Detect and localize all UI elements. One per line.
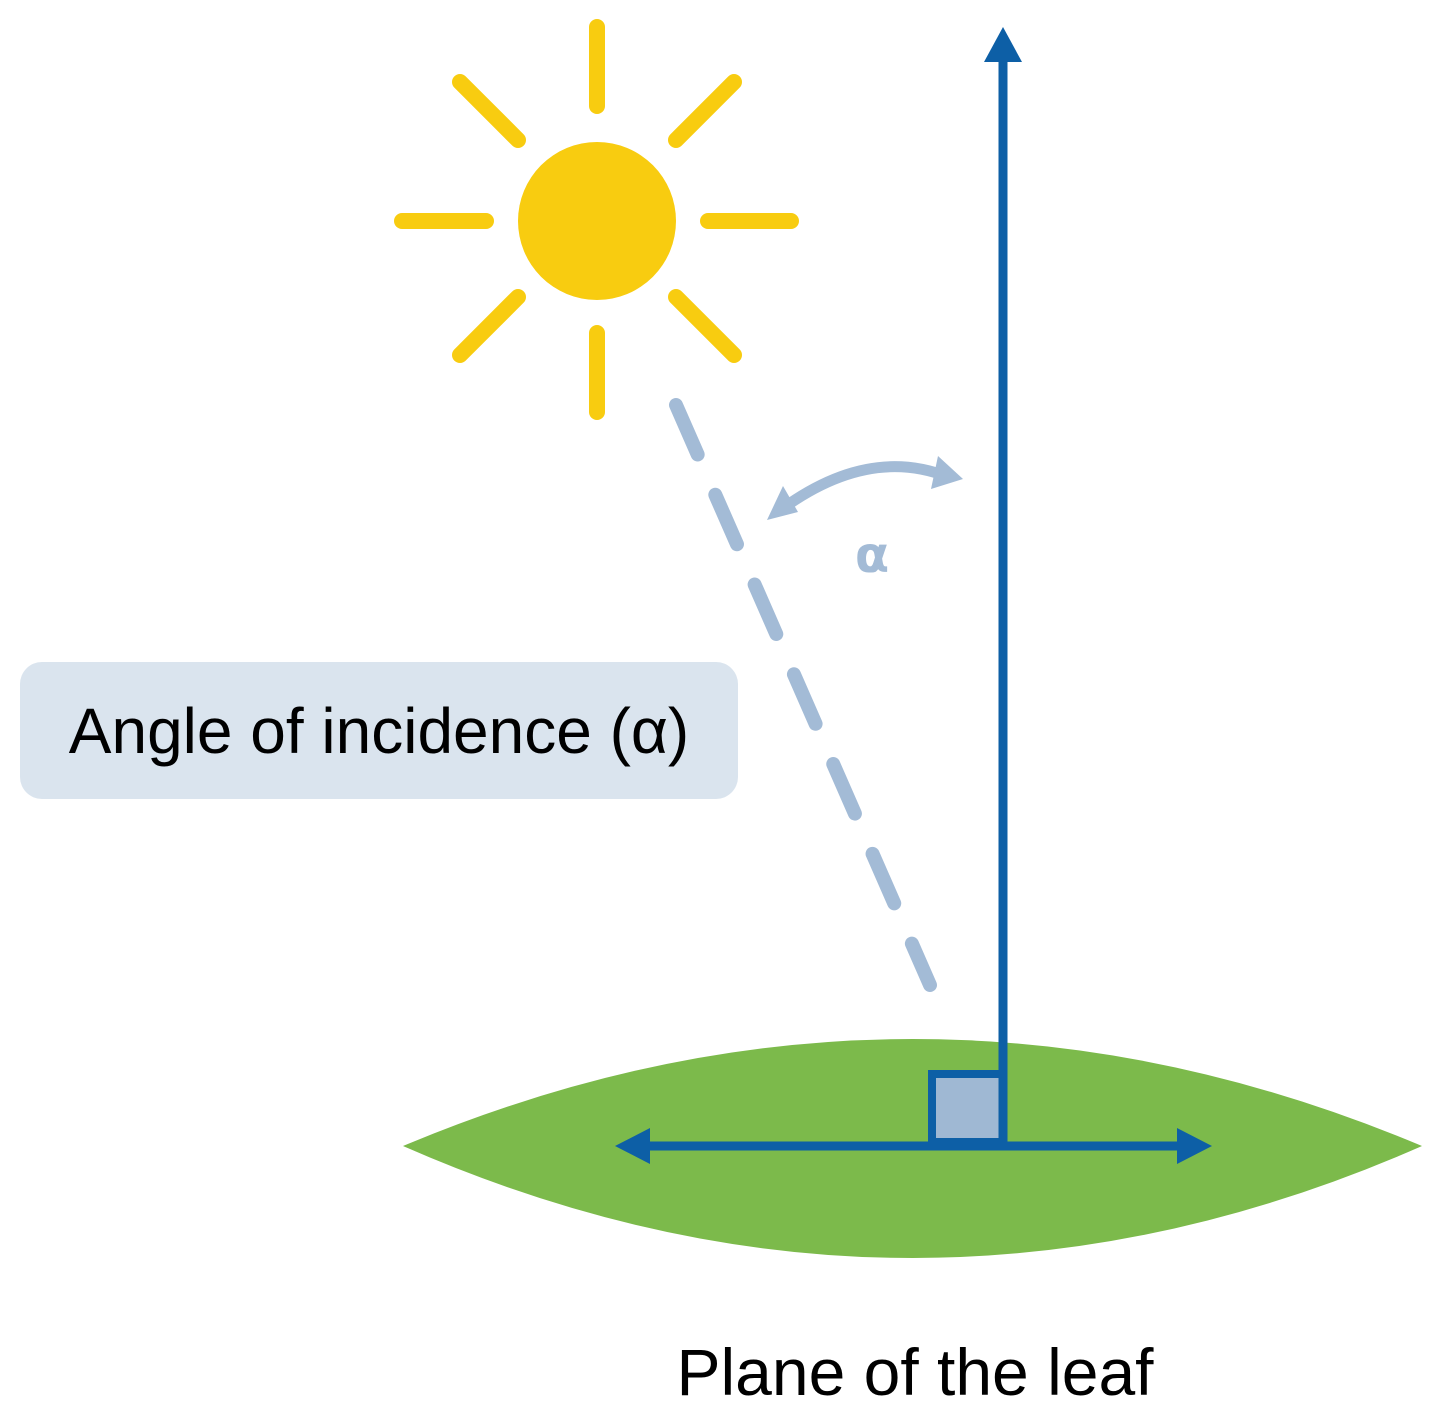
angle-arc <box>767 456 963 520</box>
angle-symbol: α <box>855 526 889 584</box>
leaf-plane-arrow <box>615 1128 1212 1164</box>
angle-of-incidence-label: Angle of incidence (α) <box>68 694 690 767</box>
sun-icon <box>394 19 799 420</box>
leaf-plane-caption: Plane of the leaf <box>676 1335 1154 1409</box>
angle-of-incidence-callout: Angle of incidence (α) <box>20 662 738 799</box>
right-angle-marker <box>928 1070 1007 1146</box>
normal-arrow <box>984 27 1022 1142</box>
incident-ray <box>669 398 937 992</box>
